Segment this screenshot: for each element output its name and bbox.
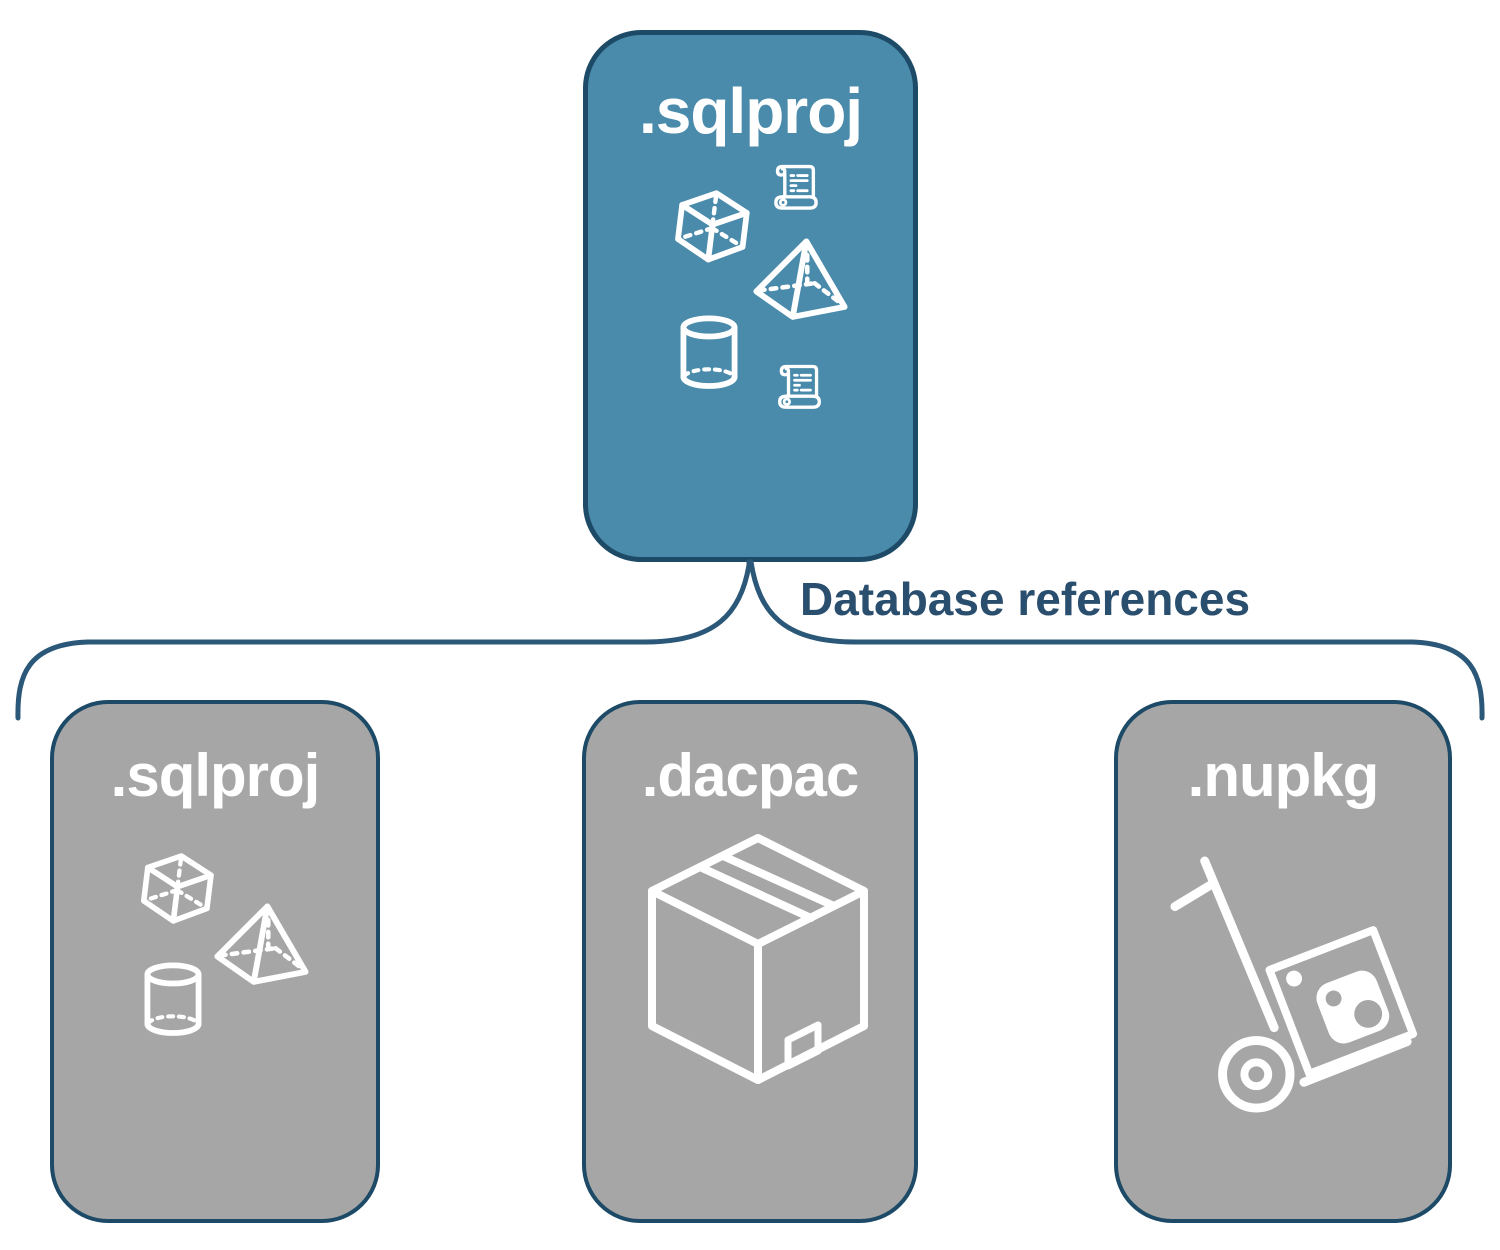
root-node-sqlproj: .sqlproj [583,30,918,562]
cylinder-icon [676,315,742,391]
connector-label: Database references [800,573,1251,625]
cube-icon [668,185,756,273]
brace-connector [15,559,1485,721]
pyramid-icon [211,900,311,991]
hand-truck-icon [1166,844,1424,1122]
cylinder-icon [140,962,206,1038]
child-node-dacpac: .dacpac [582,700,918,1223]
scroll-icon [768,161,824,217]
cube-icon [134,848,220,934]
child-node-title: .sqlproj [110,742,321,809]
package-box-icon [638,830,878,1090]
scroll-icon [772,361,827,416]
pyramid-icon [750,235,850,326]
child-node-title: .dacpac [641,742,859,809]
child-node-sqlproj: .sqlproj [50,700,380,1223]
child-node-nupkg: .nupkg [1114,700,1452,1223]
child-node-title: .nupkg [1187,742,1380,809]
root-node-title: .sqlproj [638,75,863,147]
